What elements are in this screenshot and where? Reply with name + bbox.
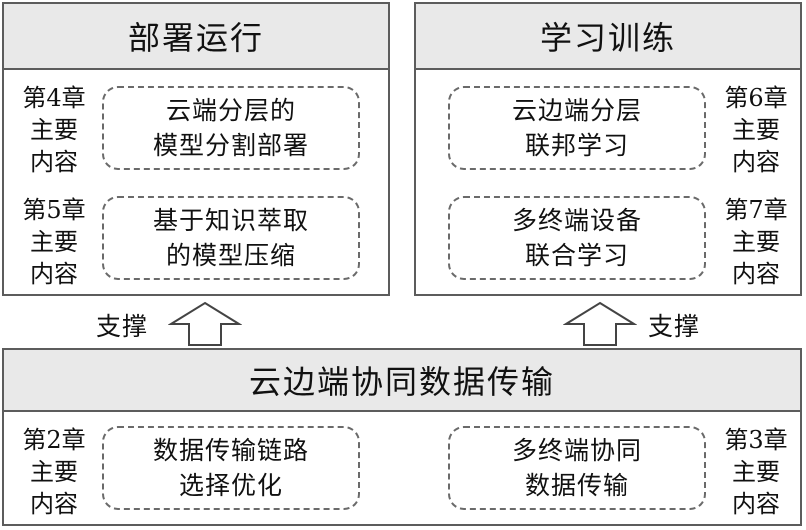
chapter-label: 内容 [30,260,78,288]
panel-line: 选择优化 [178,471,283,500]
transfer-item-1-chapter: 第2章 主要 内容 [18,424,90,520]
panel-line: 联合学习 [524,241,629,270]
train-item-2-chapter: 第7章 主要 内容 [720,194,792,290]
chapter-label: 第5章 [22,196,86,224]
chapter-label: 主要 [732,458,780,486]
chapter-label: 第7章 [724,196,788,224]
chapter-label: 第3章 [724,426,788,454]
transfer-item-1-panel: 数据传输链路 选择优化 [102,426,360,510]
deploy-item-2-chapter: 第5章 主要 内容 [18,194,90,290]
deploy-item-2-panel: 基于知识萃取 的模型压缩 [102,196,360,280]
transfer-item-2-panel: 多终端协同 数据传输 [448,426,706,510]
support-label-left: 支撑 [96,312,149,341]
deploy-box: 部署运行 第4章 主要 内容 云端分层的 模型分割部署 第5章 主要 内容 基于… [2,2,390,296]
transfer-title: 云边端协同数据传输 [4,350,800,412]
chapter-label: 内容 [30,490,78,518]
chapter-label: 主要 [30,228,78,256]
panel-line: 云端分层的 [165,96,296,125]
panel-line: 云边端分层 [511,96,642,125]
up-arrow-icon [168,301,242,346]
chapter-label: 主要 [30,458,78,486]
train-item-1-chapter: 第6章 主要 内容 [720,82,792,178]
chapter-label: 内容 [30,148,78,176]
support-label-right: 支撑 [648,312,701,341]
deploy-item-1-panel: 云端分层的 模型分割部署 [102,86,360,170]
panel-line: 多终端设备 [511,206,642,235]
chapter-label: 内容 [732,148,780,176]
chapter-label: 第4章 [22,84,86,112]
panel-line: 联邦学习 [524,131,629,160]
panel-line: 的模型压缩 [165,241,296,270]
chapter-label: 第6章 [724,84,788,112]
transfer-box: 云边端协同数据传输 第2章 主要 内容 数据传输链路 选择优化 多终端协同 数据… [2,348,802,526]
chapter-label: 主要 [732,228,780,256]
chapter-label: 内容 [732,490,780,518]
deploy-title: 部署运行 [4,4,388,70]
chapter-label: 主要 [30,116,78,144]
train-item-1-panel: 云边端分层 联邦学习 [448,86,706,170]
panel-line: 基于知识萃取 [152,206,309,235]
panel-line: 模型分割部署 [152,131,309,160]
train-title: 学习训练 [416,4,800,70]
panel-line: 数据传输 [524,471,629,500]
deploy-item-1-chapter: 第4章 主要 内容 [18,82,90,178]
train-item-2-panel: 多终端设备 联合学习 [448,196,706,280]
transfer-item-2-chapter: 第3章 主要 内容 [720,424,792,520]
chapter-label: 第2章 [22,426,86,454]
chapter-label: 主要 [732,116,780,144]
chapter-label: 内容 [732,260,780,288]
up-arrow-icon [563,301,637,346]
panel-line: 数据传输链路 [152,436,309,465]
train-box: 学习训练 云边端分层 联邦学习 第6章 主要 内容 多终端设备 联合学习 第7章… [414,2,802,296]
panel-line: 多终端协同 [511,436,642,465]
